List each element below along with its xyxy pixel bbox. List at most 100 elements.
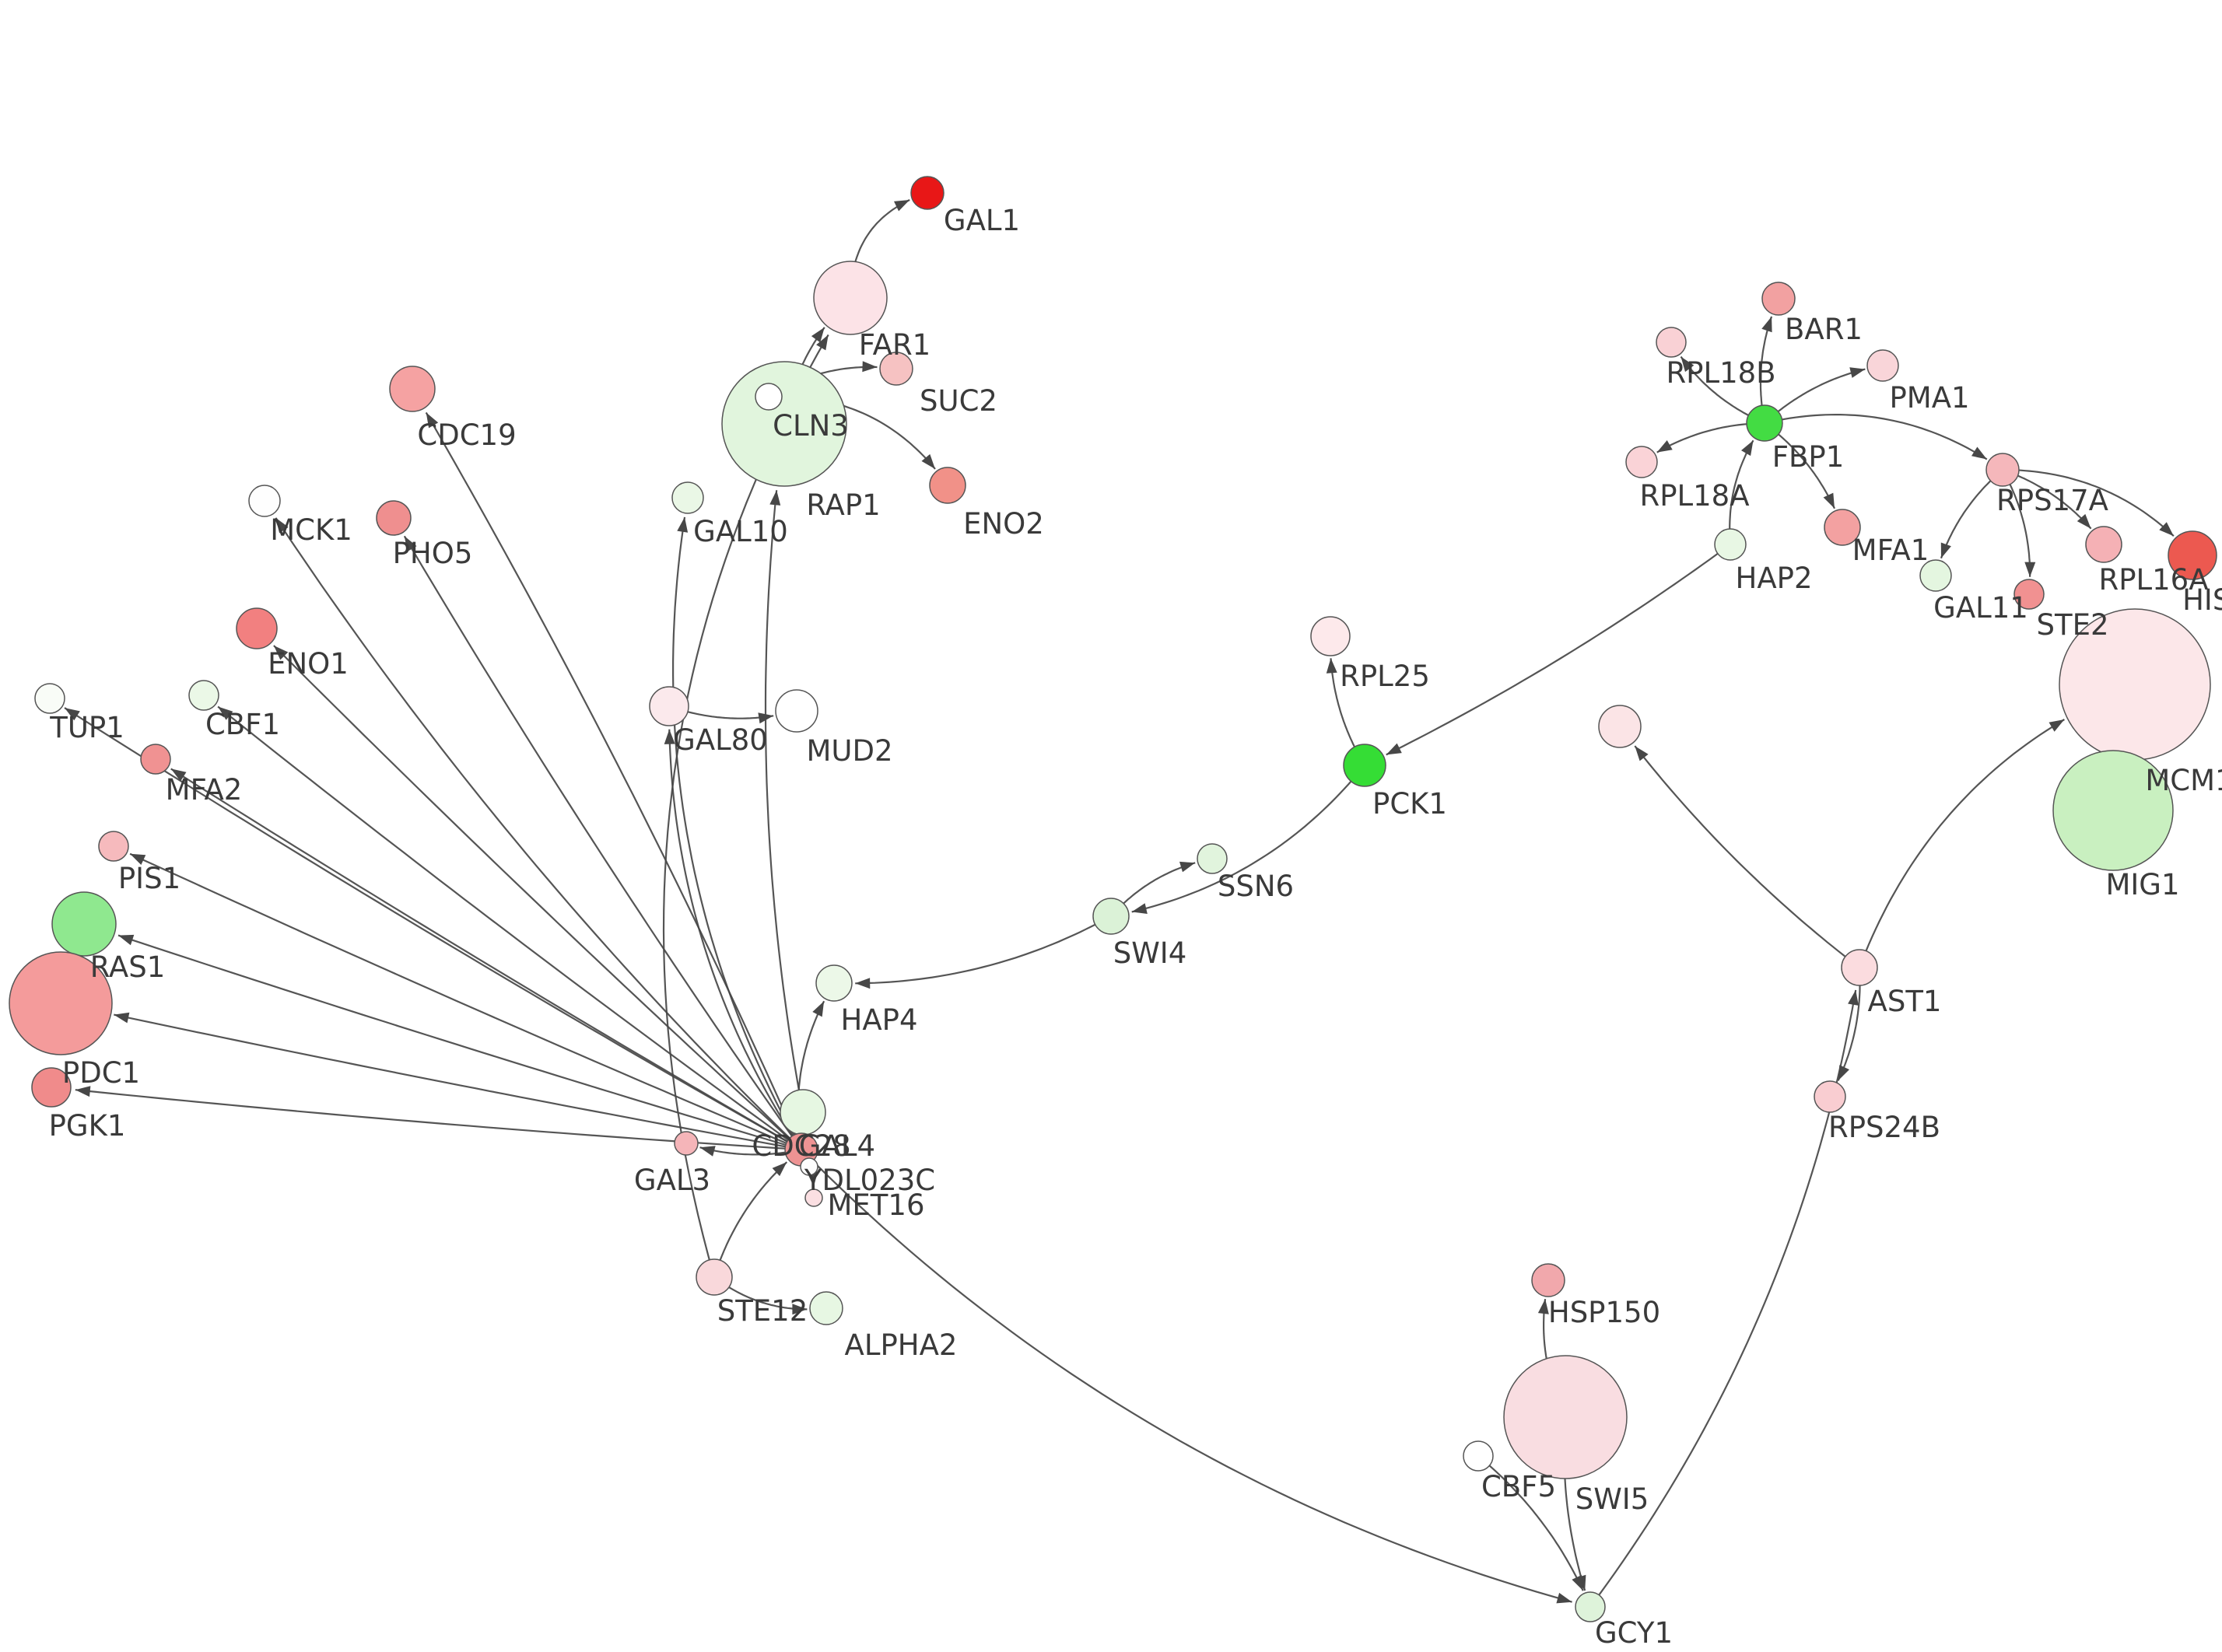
label-met16: MET16 — [828, 1188, 925, 1222]
node-pck1[interactable] — [1343, 744, 1386, 787]
node-swi4[interactable] — [1092, 898, 1130, 935]
edge-gal4-cbf1[interactable] — [217, 705, 802, 1150]
node-cln3[interactable] — [721, 361, 847, 487]
node-pdc1[interactable] — [9, 951, 113, 1055]
node-cdc19[interactable] — [389, 366, 436, 412]
node-cdc28[interactable] — [780, 1089, 826, 1136]
node-cbf5[interactable] — [1463, 1440, 1494, 1472]
edge-fbp1-mfa1[interactable] — [1764, 422, 1835, 509]
node-ast1[interactable] — [1841, 949, 1878, 986]
node-gal11[interactable] — [1919, 559, 1952, 592]
node-gal10[interactable] — [671, 481, 704, 514]
node-pgk1[interactable] — [31, 1067, 72, 1108]
node-pho5[interactable] — [376, 500, 412, 536]
arrowhead-gal4-cdc19 — [426, 412, 439, 429]
arrowhead-gal4-cbf1 — [218, 706, 233, 720]
edge-gal4-gal80[interactable] — [668, 729, 802, 1150]
node-rpl25[interactable] — [1310, 616, 1351, 656]
edge-fbp1-bar1[interactable] — [1759, 316, 1773, 424]
edge-gal4-cdc19[interactable] — [425, 411, 803, 1150]
node-cbf1[interactable] — [188, 680, 219, 711]
node-eno2[interactable] — [929, 467, 966, 504]
node-mfa2[interactable] — [140, 744, 171, 775]
node-gal3[interactable] — [674, 1131, 699, 1156]
node-eno1[interactable] — [236, 607, 278, 649]
edge-gal4-mfa2[interactable] — [170, 768, 802, 1150]
edge-rps17a-gal11[interactable] — [1940, 469, 2003, 559]
label-fbp1: FBP1 — [1772, 440, 1845, 474]
node-bar1[interactable] — [1761, 282, 1796, 316]
node-rpl18a[interactable] — [1625, 446, 1658, 478]
edge-rps17a-his4[interactable] — [2002, 468, 2175, 537]
node-mud2[interactable] — [775, 689, 818, 733]
node-fbp1[interactable] — [1746, 404, 1783, 442]
edge-gal4-gal3[interactable] — [699, 1146, 802, 1156]
arrowhead-rps17a-rpl16a — [2077, 513, 2091, 529]
edge-fbp1-rpl18b[interactable] — [1680, 355, 1765, 425]
node-pma1[interactable] — [1866, 349, 1899, 382]
label-far1: FAR1 — [859, 328, 931, 362]
edge-ste12-far1[interactable] — [662, 334, 829, 1278]
node-ras1[interactable] — [51, 891, 117, 957]
node-mck1[interactable] — [248, 485, 281, 517]
node-suc2[interactable] — [879, 352, 913, 386]
node-unnamed[interactable] — [1598, 705, 1642, 748]
edge-ast1-unnamed[interactable] — [1634, 745, 1860, 968]
node-his4[interactable] — [2168, 530, 2217, 580]
node-ste12[interactable] — [696, 1258, 733, 1296]
node-swi5[interactable] — [1503, 1355, 1628, 1479]
node-hsp150[interactable] — [1531, 1263, 1565, 1297]
arrowhead-rap1-eno2 — [921, 453, 935, 469]
node-rps24b[interactable] — [1814, 1080, 1846, 1113]
node-rap1[interactable] — [755, 383, 783, 411]
edge-gal4-gcy1[interactable] — [801, 1149, 1572, 1603]
edge-fbp1-pma1[interactable] — [1764, 368, 1866, 424]
node-met16[interactable] — [804, 1188, 823, 1207]
edge-rps17a-rpl16a[interactable] — [2002, 468, 2092, 530]
label-cdc28: CDC28 — [752, 1129, 850, 1163]
node-rps17a[interactable] — [1985, 453, 2020, 487]
edge-gal4-pdc1[interactable] — [114, 1013, 802, 1151]
arrowhead-fbp1-rpl18b — [1681, 356, 1695, 373]
node-tup1[interactable] — [34, 683, 65, 714]
node-gal1[interactable] — [910, 176, 945, 210]
arrowhead-swi5-hsp150 — [1537, 1299, 1549, 1314]
edge-gal4-mck1[interactable] — [275, 517, 802, 1150]
edge-ast1-mcm1[interactable] — [1858, 719, 2065, 968]
edge-gal4-eno1[interactable] — [273, 645, 802, 1150]
edge-fbp1-rpl18a[interactable] — [1656, 422, 1765, 453]
edge-hap2-pck1[interactable] — [1386, 544, 1731, 756]
edge-gal4-pho5[interactable] — [403, 535, 802, 1150]
node-mfa1[interactable] — [1824, 509, 1861, 546]
edge-hap2-fbp1[interactable] — [1729, 439, 1754, 545]
edge-cbf5-gcy1[interactable] — [1477, 1455, 1584, 1591]
arrowhead-gal4-tup1 — [65, 708, 80, 721]
node-ste2[interactable] — [2013, 579, 2045, 610]
edge-fbp1-rps17a[interactable] — [1764, 414, 1988, 460]
arrowhead-fbp1-mfa1 — [1823, 492, 1835, 509]
node-hap4[interactable] — [815, 964, 853, 1002]
node-pis1[interactable] — [98, 831, 129, 862]
edge-gal4-pis1[interactable] — [129, 852, 802, 1151]
edge-gal4-tup1[interactable] — [64, 707, 802, 1150]
node-gal80[interactable] — [649, 686, 689, 726]
edge-gal4-gal10[interactable] — [672, 516, 802, 1150]
edge-ste12-gal4[interactable] — [713, 1161, 788, 1278]
node-rpl16a[interactable] — [2085, 526, 2122, 563]
node-ssn6[interactable] — [1197, 843, 1228, 874]
node-far1[interactable] — [813, 261, 888, 335]
node-hap2[interactable] — [1714, 528, 1747, 561]
edge-cdc28-cln3[interactable] — [764, 490, 804, 1113]
edge-pck1-swi4[interactable] — [1131, 765, 1365, 913]
edge-rps17a-ste2[interactable] — [2002, 469, 2031, 577]
label-swi5: SWI5 — [1575, 1482, 1649, 1516]
node-rpl18b[interactable] — [1656, 327, 1687, 358]
node-alpha2[interactable] — [809, 1291, 843, 1325]
edge-swi4-hap4[interactable] — [855, 915, 1112, 985]
node-mig1[interactable] — [2052, 750, 2174, 871]
node-gcy1[interactable] — [1575, 1591, 1606, 1622]
edge-ast1-rps24b[interactable] — [1837, 967, 1861, 1081]
node-ydl023c[interactable] — [800, 1157, 818, 1176]
edge-gal4-ras1[interactable] — [117, 934, 802, 1151]
